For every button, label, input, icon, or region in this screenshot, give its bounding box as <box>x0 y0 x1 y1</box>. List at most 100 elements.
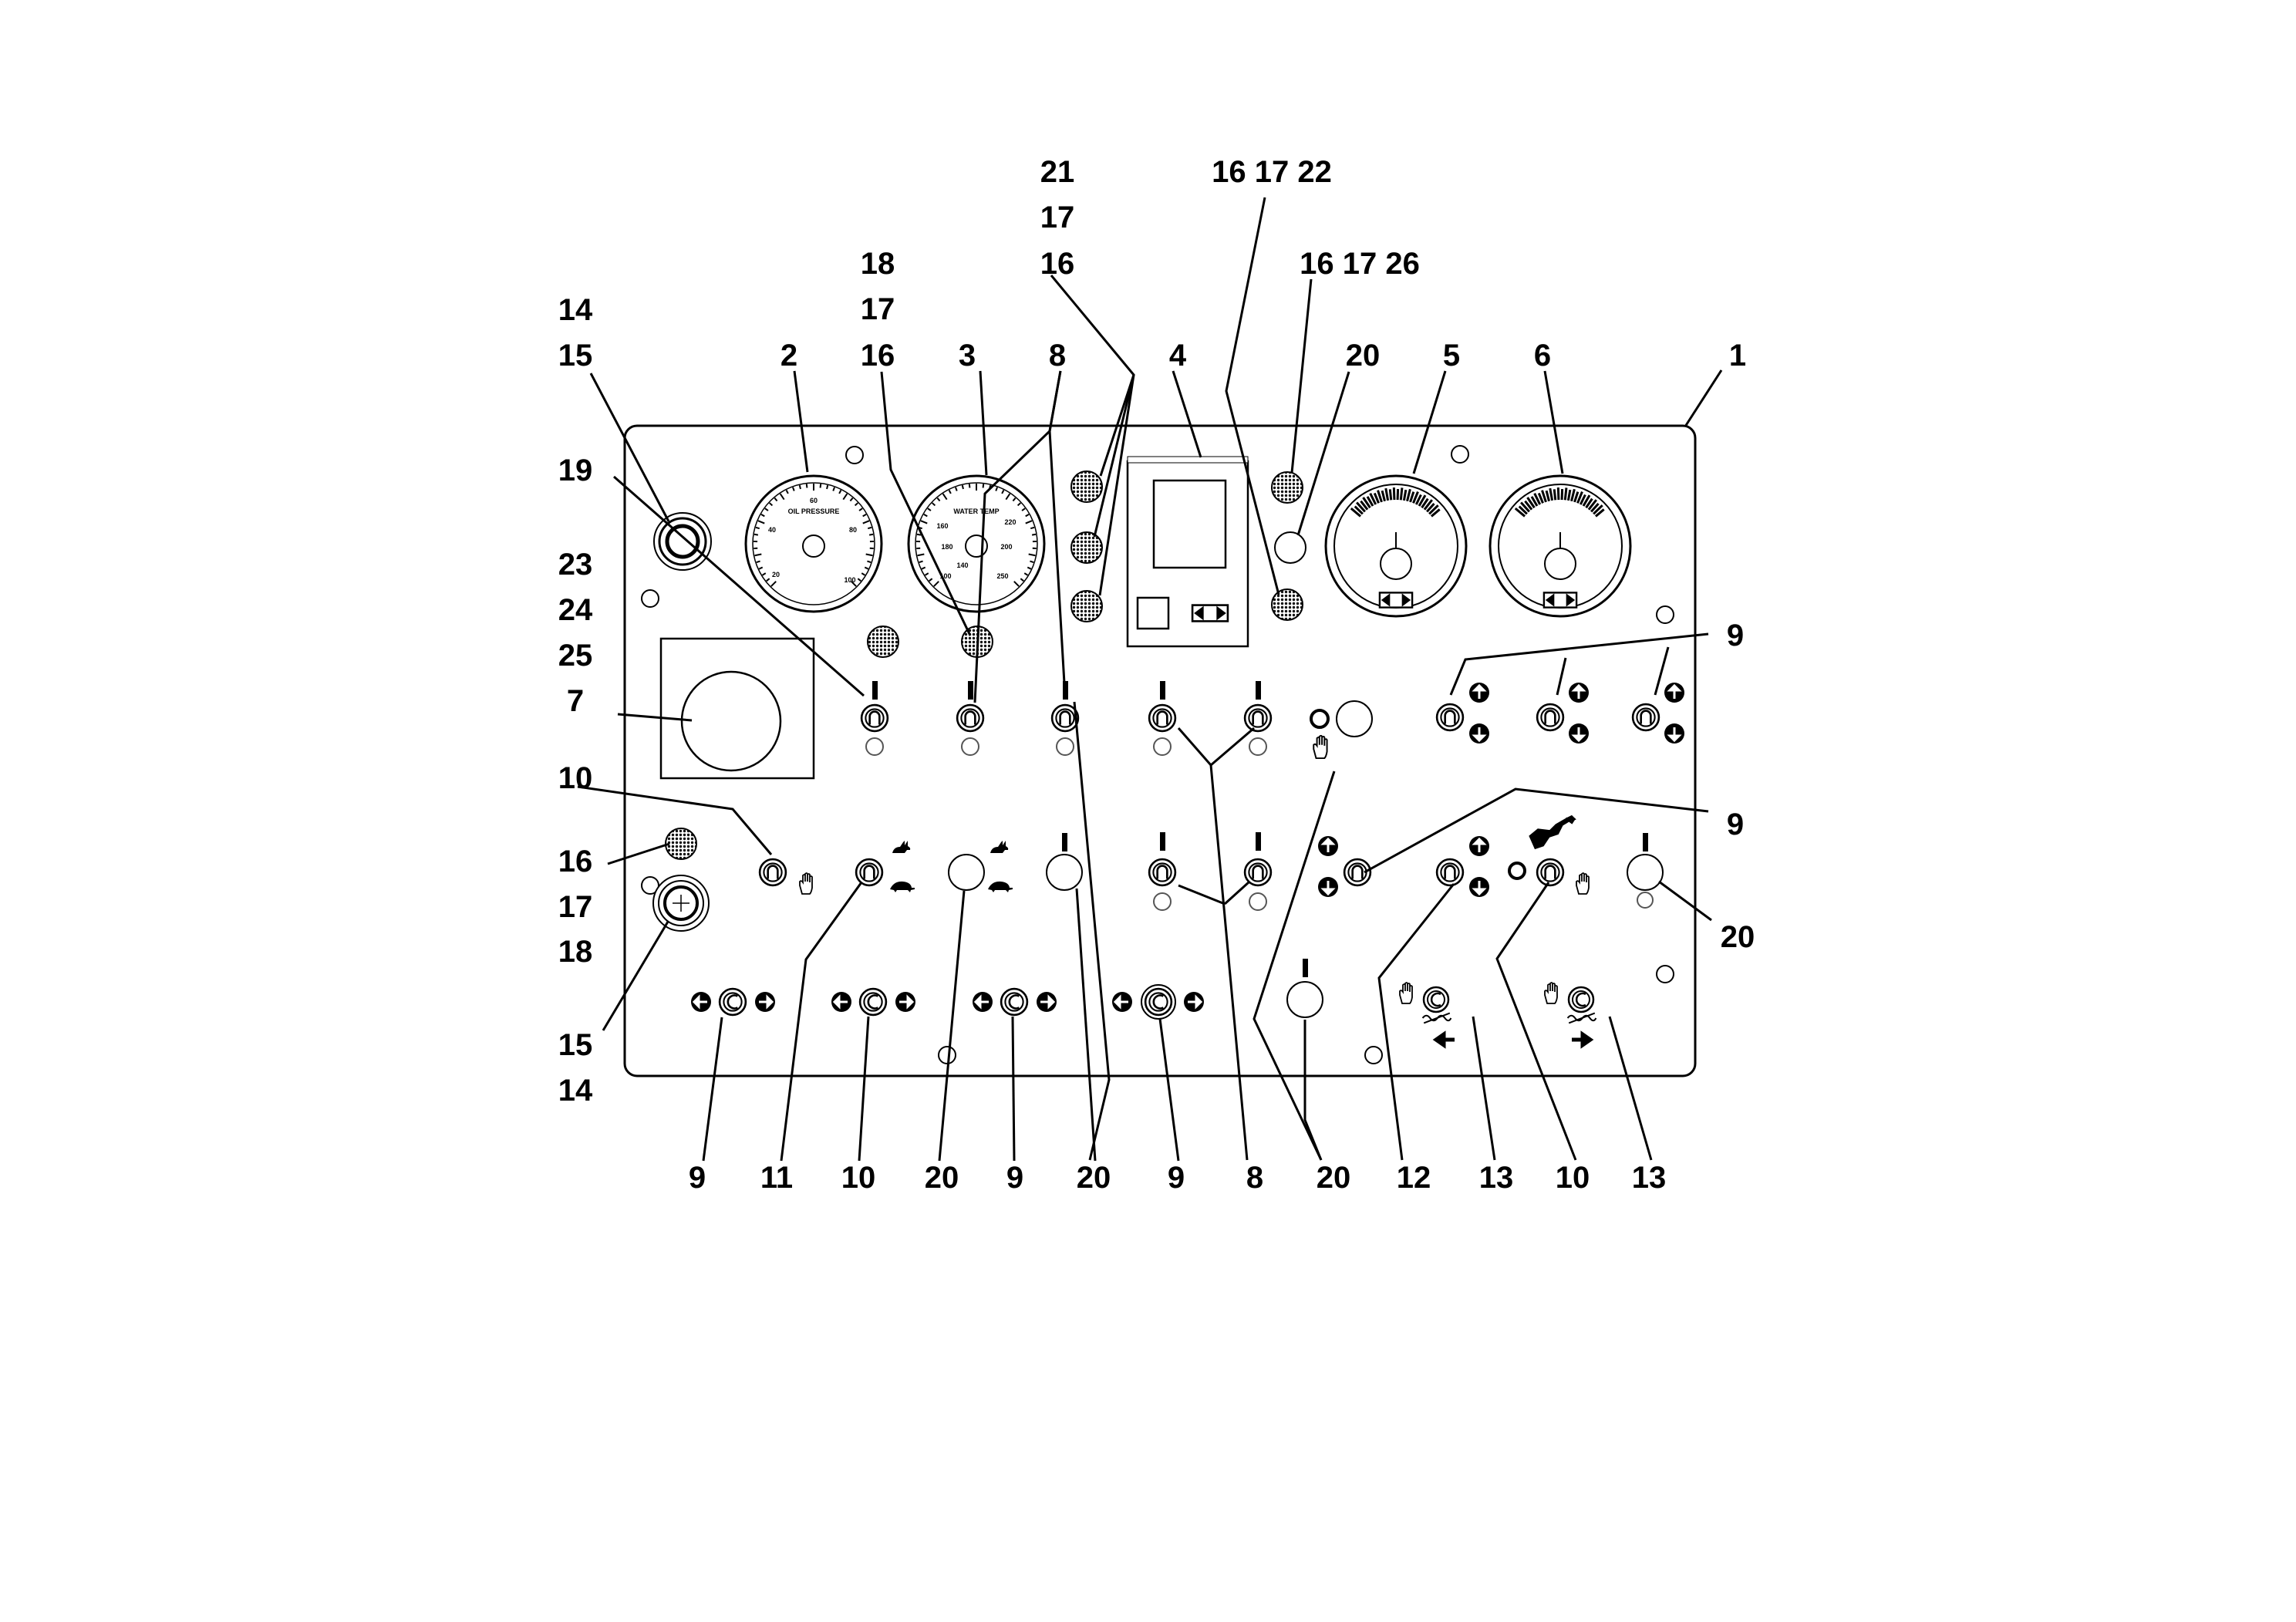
meter-scale-bar <box>1594 508 1605 518</box>
arrow-left-icon <box>1111 991 1133 1013</box>
gauge-tick <box>1025 520 1033 524</box>
left-right-switch[interactable] <box>972 987 1057 1017</box>
pilot-light <box>1274 531 1306 564</box>
gauge-tick <box>826 484 829 490</box>
arrow-right-icon <box>754 991 776 1013</box>
gauge-tick <box>757 520 765 524</box>
gauge-tick <box>1031 533 1037 536</box>
callout-3: 3 <box>959 339 976 373</box>
gauge-tick <box>792 487 795 491</box>
gauge-tick <box>851 581 857 587</box>
meter-scale-bar <box>1418 494 1427 507</box>
mounting-holes <box>641 445 1674 1064</box>
meter-scale-bar <box>1412 491 1419 504</box>
callout-13: 13 <box>1479 1161 1514 1195</box>
travel-switch-right[interactable] <box>1544 982 1597 1049</box>
callout-labels: 14 15 19 23 24 25 7 10 16 17 18 15 14 2 … <box>558 155 1755 1195</box>
mounting-hole <box>1364 1046 1383 1064</box>
mounting-hole <box>938 1046 956 1064</box>
gauge-tick <box>920 520 928 524</box>
gauge-tick <box>754 553 762 557</box>
gauge-tick <box>862 520 870 524</box>
meter-scale-bar <box>1563 487 1568 501</box>
gauge-tick-label: 20 <box>772 571 780 578</box>
gauge-tick <box>942 493 948 501</box>
toggle-switch[interactable] <box>860 681 889 756</box>
toggle-switch[interactable] <box>1148 832 1177 911</box>
meter-5 <box>1324 474 1468 618</box>
meter-scale-bar <box>1573 491 1580 503</box>
callout-21: 21 <box>1040 155 1075 189</box>
meter-scale-bar <box>1526 497 1536 509</box>
callout-24: 24 <box>558 593 593 627</box>
gauge-tick <box>760 514 765 518</box>
gauge-tick <box>766 578 770 582</box>
callout-17: 17 <box>1040 201 1075 234</box>
meter-scale-bar <box>1369 493 1377 505</box>
push-button[interactable] <box>1046 833 1083 891</box>
key-switch-bottom[interactable] <box>652 875 710 932</box>
callout-17: 17 <box>558 890 593 924</box>
callout-9: 9 <box>1006 1161 1023 1195</box>
gauge-tick <box>936 497 941 502</box>
travel-switch-left[interactable] <box>1399 982 1455 1049</box>
callout-25: 25 <box>558 639 593 673</box>
display-button[interactable] <box>1136 596 1170 630</box>
arrow-up-icon <box>1468 682 1490 703</box>
off-indicator <box>1310 709 1330 729</box>
meter-scale-bar <box>1541 490 1547 503</box>
push-button[interactable] <box>1627 833 1664 909</box>
meter-scale-bar <box>1384 487 1390 501</box>
gauge-tick <box>933 581 939 587</box>
toggle-switch[interactable] <box>956 681 985 756</box>
meter-scale-bar <box>1426 503 1435 513</box>
arrow-right-icon <box>895 991 916 1013</box>
gauge-tick-label: 100 <box>939 572 951 580</box>
callout-7: 7 <box>567 684 584 718</box>
callout-16: 16 <box>861 339 895 373</box>
toggle-switch[interactable] <box>1243 832 1273 911</box>
arrow-up-icon <box>1468 835 1490 857</box>
meter-scale-bar <box>1362 497 1371 509</box>
left-right-switch[interactable] <box>690 987 776 1017</box>
gauge-tick <box>919 560 923 564</box>
arrow-up-icon <box>1664 682 1685 703</box>
callout-13: 13 <box>1632 1161 1667 1195</box>
meter-scale-bar <box>1399 487 1404 501</box>
meter-scale-bar <box>1430 508 1441 518</box>
indicator-lamp <box>867 626 899 658</box>
mounting-hole <box>1656 605 1674 624</box>
callout-8: 8 <box>1246 1161 1263 1195</box>
meter-scale-bar <box>1366 496 1374 507</box>
callout-23: 23 <box>558 548 593 582</box>
gauge-tick-label: 200 <box>1000 543 1012 551</box>
gauge-tick <box>929 578 933 582</box>
left-right-switch[interactable] <box>831 987 916 1017</box>
gauge-tick <box>916 533 922 536</box>
indicator-lamp <box>1070 590 1103 622</box>
gauge-tick <box>932 502 936 507</box>
mounting-hole <box>641 589 659 608</box>
arrow-right-icon <box>1572 1030 1594 1049</box>
key-switch-top[interactable] <box>653 512 712 571</box>
gauge-tick <box>858 508 863 511</box>
toggle-row-1 <box>860 681 1685 760</box>
callout-15: 15 <box>558 339 593 373</box>
gauge-tick <box>868 533 874 536</box>
callout-14: 14 <box>558 293 593 327</box>
speed-button[interactable] <box>948 841 1013 892</box>
gauge-tick <box>842 493 848 501</box>
callout-19: 19 <box>558 454 593 487</box>
push-button[interactable] <box>1286 959 1323 1018</box>
push-button[interactable] <box>1336 700 1373 737</box>
left-right-switch[interactable] <box>1111 984 1205 1020</box>
callout-8: 8 <box>1049 339 1066 373</box>
toggle-switch[interactable] <box>1148 681 1177 756</box>
gauge-tick <box>1017 502 1021 507</box>
indicator-lamp <box>1271 471 1303 504</box>
callout-9: 9 <box>1168 1161 1185 1195</box>
gauge-tick <box>849 497 854 502</box>
toggle-switch[interactable] <box>1243 681 1273 756</box>
mounting-hole <box>1451 445 1469 464</box>
callout-16-17-22: 16 17 22 <box>1212 155 1332 189</box>
